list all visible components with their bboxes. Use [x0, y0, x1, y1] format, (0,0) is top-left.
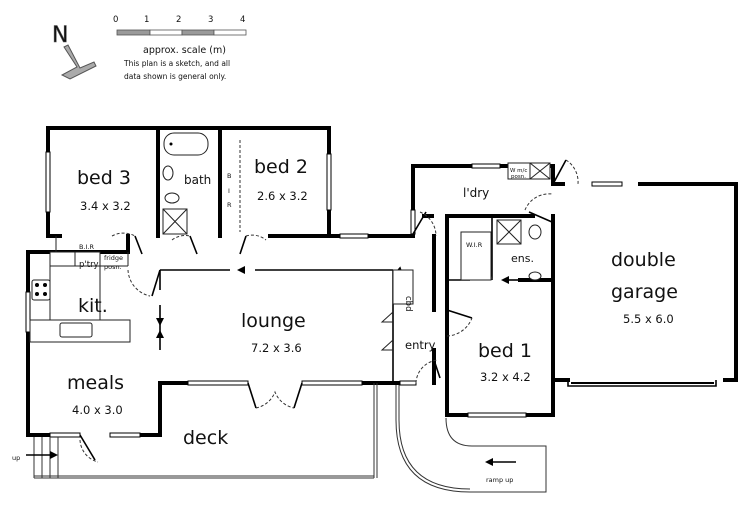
fridge-line1: fridge — [104, 254, 123, 262]
wm-line2: posn. — [511, 174, 526, 180]
scale-tick-3: 3 — [208, 15, 213, 25]
room-dims-bed3: 3.4 x 3.2 — [80, 199, 131, 213]
window — [591, 181, 623, 187]
room-label-bed1: bed 1 — [478, 340, 532, 362]
room-dims-meals: 4.0 x 3.0 — [72, 403, 123, 417]
window — [399, 380, 417, 386]
window — [109, 432, 141, 438]
fixtures — [29, 132, 551, 343]
toilet-icon — [164, 192, 180, 204]
bir-letter-r: R — [227, 201, 232, 209]
room-label-cupboard: cbd — [403, 296, 413, 311]
cooktop-icon — [31, 279, 51, 301]
arrow-up-icon — [156, 330, 164, 338]
windows — [25, 151, 717, 438]
north-arrow-icon — [60, 44, 97, 80]
room-label-kitchen: kit. — [78, 295, 108, 317]
basin-icon — [162, 165, 174, 181]
arrow-down-icon — [156, 318, 164, 326]
bathtub-icon — [163, 132, 209, 156]
ensuite-basin-icon — [528, 271, 542, 281]
window — [187, 380, 249, 386]
fridge-line2: posn. — [104, 263, 122, 271]
disclaimer-line1: This plan is a sketch, and all — [123, 59, 230, 68]
ramp-arrow-icon — [485, 458, 493, 466]
room-label-garage-line1: double — [611, 249, 676, 271]
room-label-bed2: bed 2 — [254, 156, 308, 178]
north-letter: N — [52, 23, 68, 48]
room-label-wir: W.I.R — [466, 241, 483, 249]
room-label-entry: entry — [405, 338, 436, 352]
window — [326, 153, 332, 211]
room-label-laundry: l'dry — [463, 186, 489, 200]
sink-icon — [59, 322, 93, 338]
scale-segment — [213, 29, 247, 36]
disclaimer-line2: data shown is general only. — [124, 72, 226, 81]
window — [301, 380, 363, 386]
scale-bar: 0 1 2 3 4 approx. scale (m) This plan is… — [113, 15, 247, 81]
stairs-arrow-icon — [50, 451, 58, 459]
garage-door — [567, 380, 717, 387]
window — [339, 233, 369, 239]
room-label-ensuite: ens. — [511, 252, 534, 265]
outdoor — [26, 383, 547, 493]
scale-tick-0: 0 — [113, 15, 118, 25]
scale-caption: approx. scale (m) — [143, 45, 226, 56]
scale-segment — [149, 29, 183, 36]
scale-segment — [181, 29, 215, 36]
scale-tick-4: 4 — [240, 15, 245, 25]
room-label-garage-line2: garage — [611, 281, 678, 303]
bir-letter-b: B — [227, 172, 231, 180]
ensuite-toilet-icon — [528, 224, 542, 240]
sliding-arrows — [156, 266, 518, 351]
room-label-pantry: p'try — [79, 260, 99, 270]
scale-tick-1: 1 — [144, 15, 149, 25]
north-arrow: N — [52, 23, 97, 80]
wm-line1: W m/c — [510, 168, 527, 174]
window — [25, 291, 31, 333]
ramp-label: ramp up — [486, 476, 513, 484]
room-label-deck: deck — [183, 427, 228, 449]
room-dims-lounge: 7.2 x 3.6 — [251, 341, 302, 355]
room-dims-bed2: 2.6 x 3.2 — [257, 189, 308, 203]
scale-tick-2: 2 — [176, 15, 181, 25]
room-dims-bed1: 3.2 x 4.2 — [480, 370, 531, 384]
room-label-lounge: lounge — [241, 310, 306, 332]
scale-segment — [116, 29, 151, 36]
cupboard-box — [392, 269, 414, 305]
window — [45, 151, 51, 213]
wir-box — [460, 231, 492, 281]
window — [49, 432, 81, 438]
room-label-bath: bath — [184, 173, 211, 187]
bir-letter-i: I — [228, 187, 230, 195]
arrow-left-icon — [501, 276, 509, 284]
stairs — [33, 437, 59, 478]
room-label-bed3: bed 3 — [77, 167, 131, 189]
stairs-up-label: up — [12, 454, 20, 462]
room-label-meals: meals — [67, 372, 124, 394]
window — [467, 412, 527, 418]
room-label-bir-bed3: B.I.R — [79, 243, 95, 251]
washing-machine-position — [507, 162, 531, 180]
room-dims-garage: 5.5 x 6.0 — [623, 312, 674, 326]
arrow-right-icon — [237, 266, 245, 274]
window — [471, 163, 501, 169]
